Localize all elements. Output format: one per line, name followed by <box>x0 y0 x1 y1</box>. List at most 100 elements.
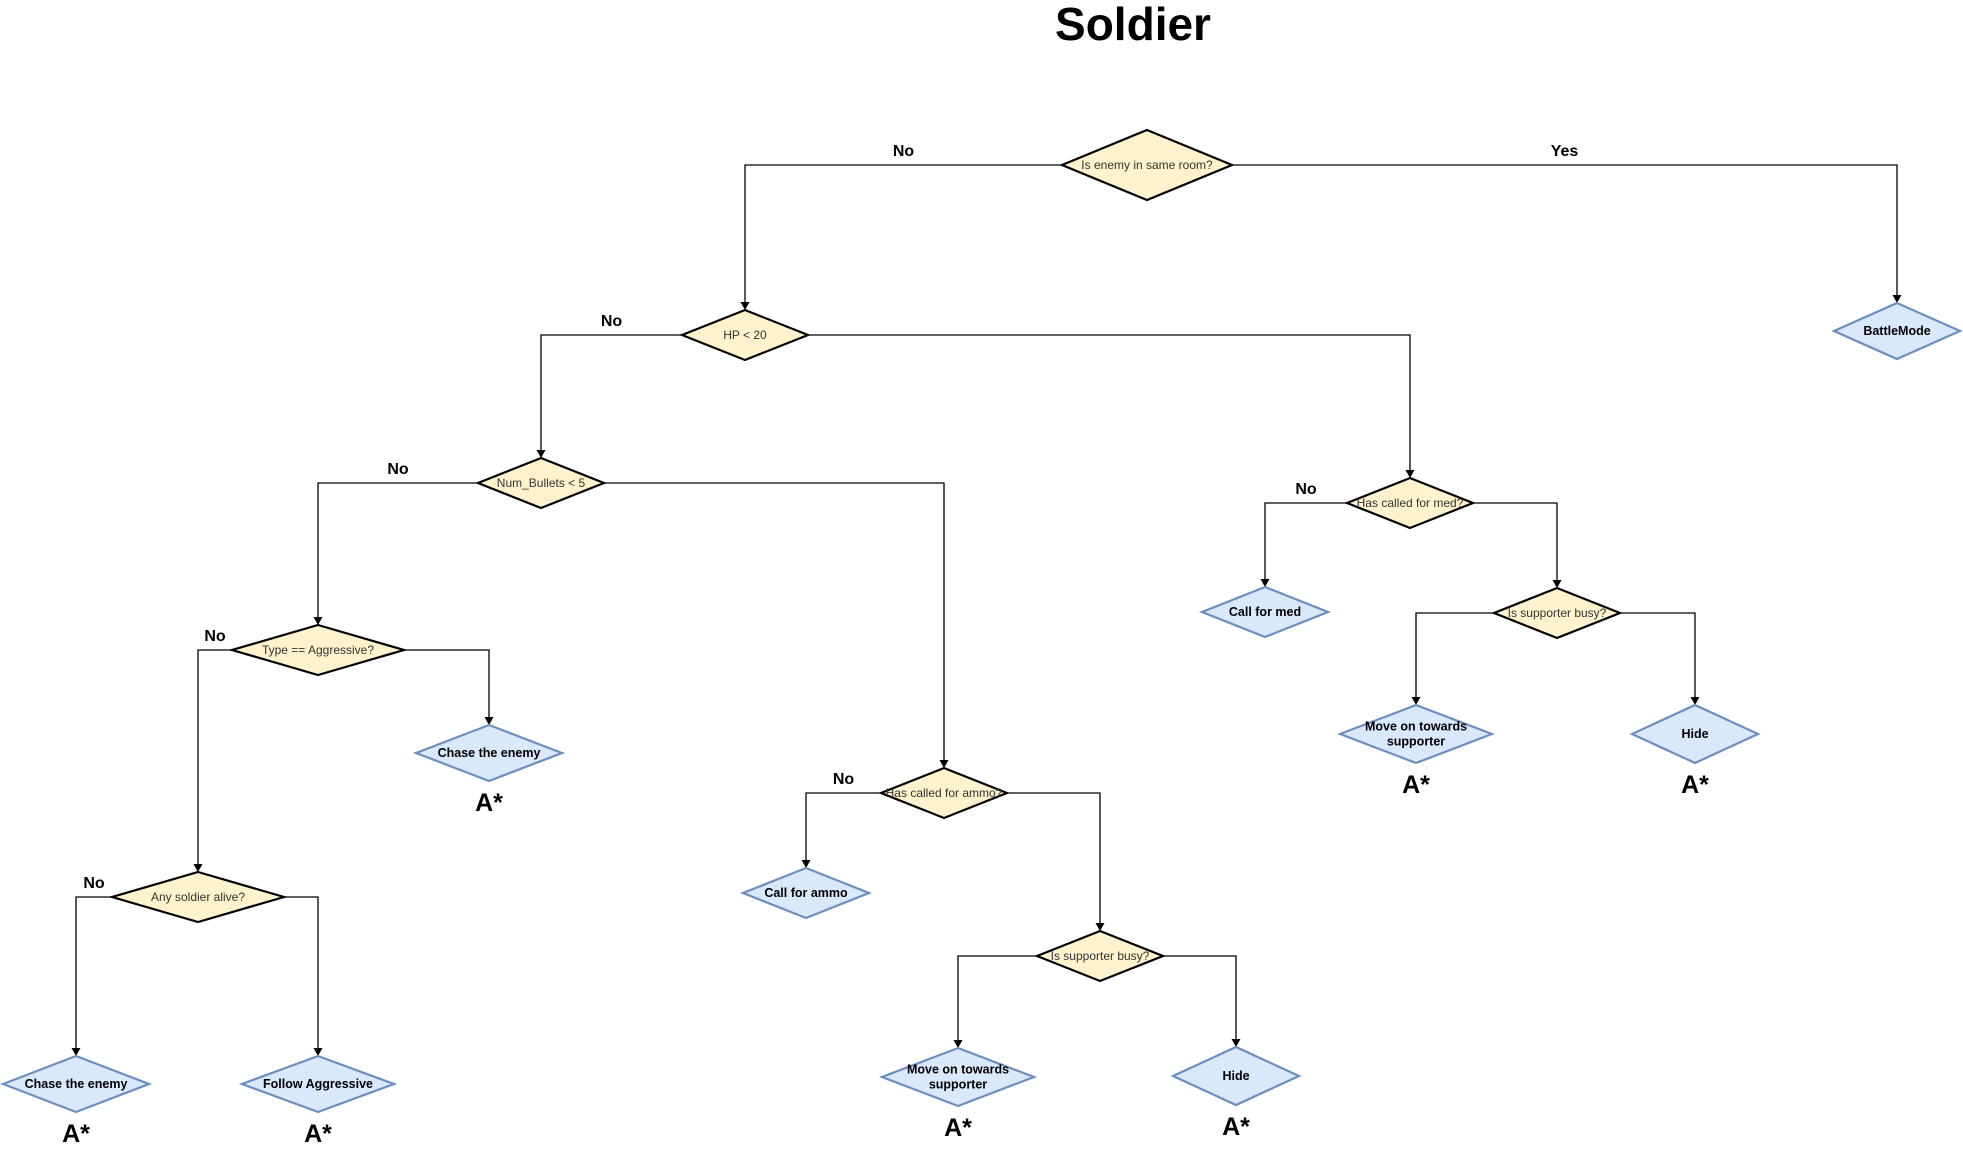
edge-any_soldier_alive-to-chase_enemy_2 <box>71 896 112 1056</box>
decision-diamond <box>679 308 811 362</box>
edge-bullets_check-to-called_ammo <box>604 482 949 768</box>
node-label-line: Type == Aggressive? <box>262 643 374 657</box>
edge-hp_check-to-bullets_check <box>536 334 682 458</box>
node-label: HP < 20 <box>723 328 767 342</box>
node-label-line: Follow Aggressive <box>263 1077 373 1091</box>
connector-line <box>808 334 1411 471</box>
action-node-battle-mode: BattleMode <box>1831 301 1963 361</box>
action-node-hide-med: Hide <box>1629 703 1761 765</box>
diagram-title: Soldier <box>1055 0 1211 50</box>
node-label: Is enemy in same room? <box>1081 158 1213 172</box>
node-label-line: Is enemy in same room? <box>1081 158 1213 172</box>
arrowhead <box>1411 697 1421 705</box>
node-label-line: Num_Bullets < 5 <box>497 476 586 490</box>
node-label: BattleMode <box>1863 324 1930 338</box>
node-label-line: Chase the enemy <box>25 1077 128 1091</box>
edge-label-no: No <box>387 461 409 478</box>
decision-node-any-soldier-alive: Any soldier alive? <box>108 870 288 924</box>
connector-line <box>317 482 478 618</box>
connector-line <box>197 649 232 865</box>
edge-any_soldier_alive-to-follow_aggressive <box>284 896 323 1056</box>
node-label-line: Is supporter busy? <box>1508 606 1607 620</box>
node-label: Chase the enemy <box>438 746 541 760</box>
edge-called_med-to-call_med <box>1260 502 1347 587</box>
node-label: Any soldier alive? <box>151 890 245 904</box>
node-label-line: Is supporter busy? <box>1051 949 1150 963</box>
node-label-line: Move on towards <box>1365 720 1467 734</box>
astar-annotation: A* <box>304 1120 332 1148</box>
arrowhead <box>71 1048 81 1056</box>
decision-node-hp-check: HP < 20 <box>679 308 811 362</box>
arrowhead <box>939 760 949 768</box>
action-diamond <box>0 1054 153 1114</box>
connector-line <box>75 896 112 1049</box>
node-label-line: supporter <box>1387 735 1445 749</box>
connector-line <box>1232 164 1898 296</box>
connector-line <box>1415 612 1494 698</box>
action-node-call-med: Call for med <box>1199 585 1331 639</box>
node-label: Has called for med? <box>1357 496 1464 510</box>
arrowhead <box>1892 295 1902 303</box>
arrowhead <box>313 617 323 625</box>
edge-enemy_same_room-to-battle_mode <box>1232 164 1902 303</box>
decision-node-supporter-busy-med: Is supporter busy? <box>1491 586 1623 640</box>
astar-annotation: A* <box>1681 771 1709 799</box>
decision-node-bullets-check: Num_Bullets < 5 <box>475 456 607 510</box>
annotations-layer: A*A*A*A*A*A*A* <box>62 771 1709 1148</box>
astar-annotation: A* <box>944 1114 972 1142</box>
node-label-line: Any soldier alive? <box>151 890 245 904</box>
connector-line <box>744 164 1062 303</box>
connector-line <box>404 649 490 718</box>
node-label-line: Call for med <box>1229 605 1301 619</box>
astar-annotation: A* <box>1402 771 1430 799</box>
action-node-call-ammo: Call for ammo <box>740 866 872 920</box>
edge-label-no: No <box>601 313 623 330</box>
node-label: Call for ammo <box>764 886 848 900</box>
action-diamond <box>1629 703 1761 765</box>
connector-line <box>1264 502 1347 580</box>
decision-diamond <box>878 766 1010 820</box>
astar-annotation: A* <box>62 1120 90 1148</box>
edge-enemy_same_room-to-hp_check <box>740 164 1062 310</box>
node-label: Type == Aggressive? <box>262 643 374 657</box>
node-label-line: Chase the enemy <box>438 746 541 760</box>
edge-label-no: No <box>893 143 915 160</box>
connector-line <box>540 334 682 451</box>
node-label: Hide <box>1681 727 1708 741</box>
astar-annotation: A* <box>475 789 503 817</box>
edge-supporter_busy_ammo-to-move_supporter_ammo <box>953 955 1037 1048</box>
arrowhead <box>1231 1039 1241 1047</box>
node-label: Follow Aggressive <box>263 1077 373 1091</box>
decision-node-type-aggressive: Type == Aggressive? <box>228 623 408 677</box>
action-diamond <box>1170 1045 1302 1107</box>
edge-label-no: No <box>204 628 226 645</box>
edge-hp_check-to-called_med <box>808 334 1415 478</box>
arrowhead <box>193 864 203 872</box>
arrowhead <box>1095 923 1105 931</box>
edge-type_aggressive-to-chase_enemy_1 <box>404 649 494 725</box>
action-node-hide-ammo: Hide <box>1170 1045 1302 1107</box>
arrowhead <box>740 302 750 310</box>
action-node-chase-enemy-1: Chase the enemy <box>412 723 566 783</box>
action-diamond <box>740 866 872 920</box>
action-diamond <box>412 723 566 783</box>
node-label-line: Call for ammo <box>764 886 848 900</box>
action-diamond <box>1831 301 1963 361</box>
edge-label-no: No <box>83 875 105 892</box>
edge-supporter_busy_ammo-to-hide_ammo <box>1163 955 1241 1047</box>
node-label: Chase the enemy <box>25 1077 128 1091</box>
connector-line <box>1473 502 1558 581</box>
edge-called_ammo-to-supporter_busy_ammo <box>1007 792 1105 931</box>
node-label-line: Has called for ammo? <box>886 786 1003 800</box>
connector-line <box>1163 955 1237 1040</box>
nodes-layer: Is enemy in same room? BattleMode HP < 20 N… <box>0 128 1963 1114</box>
edge-label-no: No <box>1295 481 1317 498</box>
action-node-follow-aggressive: Follow Aggressive <box>238 1054 398 1114</box>
decision-diamond <box>228 623 408 677</box>
